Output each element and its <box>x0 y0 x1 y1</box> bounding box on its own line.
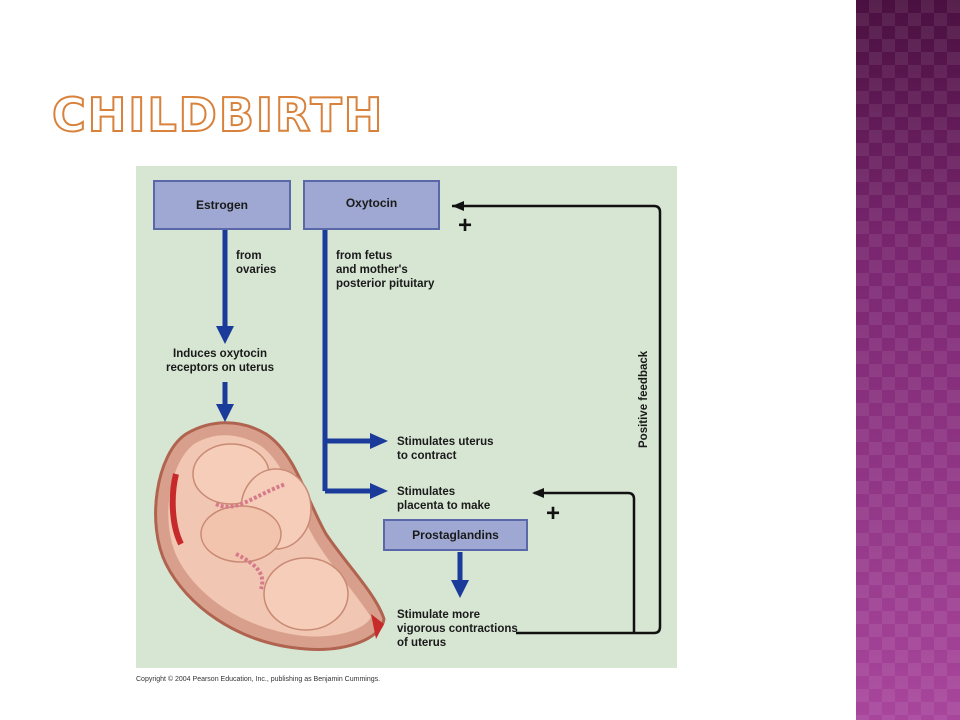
slide-title: Childbirth <box>51 88 385 142</box>
prostaglandins-box: Prostaglandins <box>383 519 528 551</box>
positive-feedback-label: Positive feedback <box>638 350 650 448</box>
plus-sign-top: + <box>458 212 473 239</box>
stimulate-more-label: Stimulate more vigorous contractions of … <box>397 609 518 649</box>
positive-feedback-loop-outer <box>452 204 662 635</box>
oxytocin-box: Oxytocin <box>303 180 440 230</box>
from-ovaries-label: from ovaries <box>236 250 277 276</box>
plus-sign-bottom: + <box>546 500 561 527</box>
diagram-arrows <box>216 201 662 635</box>
induces-receptors-label: Induces oxytocin receptors on uterus <box>166 348 274 374</box>
decorative-side-band <box>856 0 960 720</box>
childbirth-feedback-diagram: Estrogen Oxytocin Prostaglandins from ov… <box>136 166 677 668</box>
fetus-in-uterus-illustration <box>154 421 386 651</box>
stimulates-uterus-label: Stimulates uterus to contract <box>397 436 494 462</box>
stimulates-placenta-label: Stimulates placenta to make <box>397 486 491 512</box>
positive-feedback-loop-inner <box>534 491 636 633</box>
estrogen-box: Estrogen <box>153 180 291 230</box>
copyright-notice: Copyright © 2004 Pearson Education, Inc.… <box>136 676 381 683</box>
from-fetus-label: from fetus and mother's posterior pituit… <box>336 250 435 290</box>
